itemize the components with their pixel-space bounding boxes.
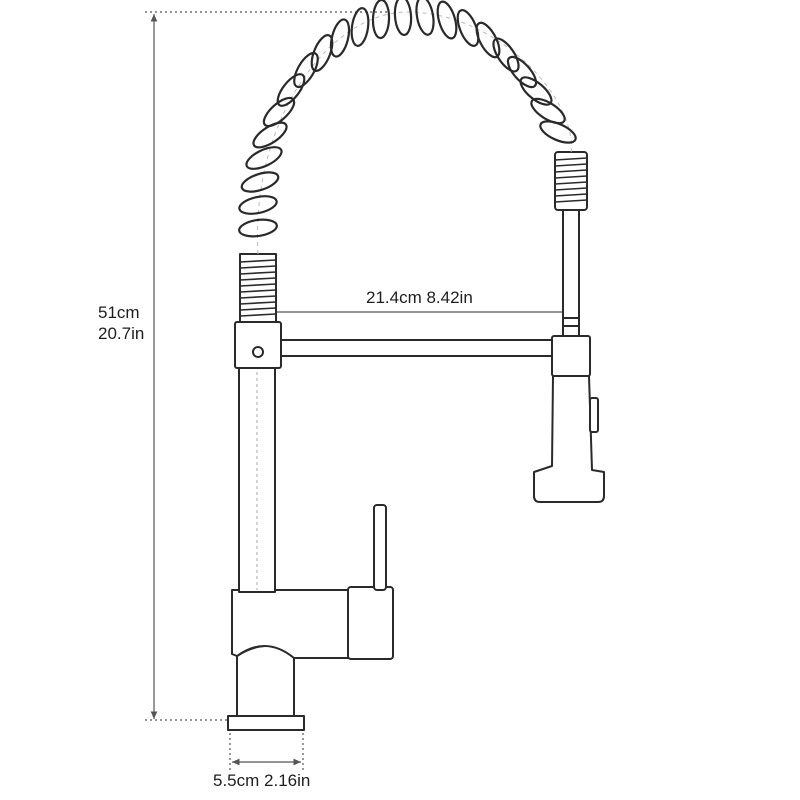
spray-head-collar — [551, 335, 591, 377]
spray-button[interactable] — [589, 397, 599, 433]
height-dimension — [145, 11, 390, 721]
base-diameter-label: 5.5cm 2.16in — [213, 771, 311, 790]
base-plate — [227, 715, 305, 731]
handle-lever — [373, 504, 387, 591]
body-neck — [236, 645, 295, 717]
column-collar — [234, 321, 282, 369]
height-in-label: 20.7in — [98, 324, 145, 343]
collar-screw — [252, 346, 264, 358]
faucet-outline — [227, 151, 605, 731]
swing-arm — [280, 339, 554, 357]
handle-hub — [347, 586, 394, 660]
height-cm-label: 51cm — [98, 303, 140, 322]
spray-head — [533, 375, 605, 503]
base-dimension — [229, 733, 304, 770]
spring-arch — [238, 0, 577, 255]
faucet-body — [231, 589, 351, 659]
hose-tube — [562, 207, 580, 337]
reach-label: 21.4cm 8.42in — [366, 288, 473, 307]
left-spring-coil — [239, 253, 277, 323]
